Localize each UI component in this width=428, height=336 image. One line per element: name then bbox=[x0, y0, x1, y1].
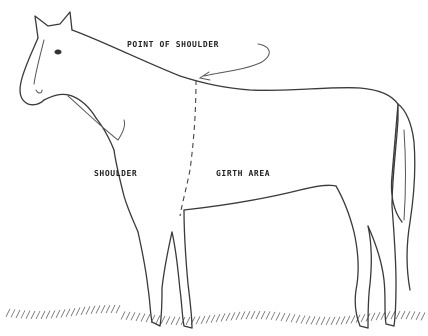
ground-hatch-stroke bbox=[401, 311, 405, 319]
ground-hatch-stroke bbox=[416, 312, 420, 320]
girth-dashed-line bbox=[180, 80, 196, 216]
ground-hatch-stroke bbox=[136, 313, 140, 321]
ground-hatch-stroke bbox=[346, 316, 350, 324]
ground-hatch-stroke bbox=[66, 309, 70, 317]
ground-hatch-stroke bbox=[311, 316, 315, 324]
ground-hatch-stroke bbox=[116, 305, 120, 313]
ground-hatch-stroke bbox=[371, 313, 375, 321]
ground-hatch-stroke bbox=[306, 316, 310, 324]
ground-hatch-stroke bbox=[301, 315, 305, 323]
ground-hatch-stroke bbox=[36, 311, 40, 319]
ground-hatch-stroke bbox=[296, 315, 300, 323]
ground-hatch-stroke bbox=[196, 316, 200, 324]
ground-hatch-stroke bbox=[31, 311, 35, 319]
ground-hatch-stroke bbox=[386, 311, 390, 319]
ground-hatch-stroke bbox=[51, 310, 55, 318]
ground-hatch-stroke bbox=[61, 309, 65, 317]
ground-hatching bbox=[6, 305, 425, 325]
ground-hatch-stroke bbox=[341, 316, 345, 324]
ground-hatch-stroke bbox=[406, 311, 410, 319]
ground-hatch-stroke bbox=[46, 311, 50, 319]
ground-hatch-stroke bbox=[216, 314, 220, 322]
ground-hatch-stroke bbox=[126, 312, 130, 320]
ground-hatch-stroke bbox=[201, 316, 205, 324]
ground-hatch-stroke bbox=[236, 312, 240, 320]
ground-hatch-stroke bbox=[256, 311, 260, 319]
ground-hatch-stroke bbox=[291, 314, 295, 322]
ground-hatch-stroke bbox=[321, 317, 325, 325]
ground-hatch-stroke bbox=[316, 317, 320, 325]
ground-hatch-stroke bbox=[21, 310, 25, 318]
ground-hatch-stroke bbox=[271, 312, 275, 320]
ground-hatch-stroke bbox=[326, 317, 330, 325]
ground-hatch-stroke bbox=[171, 317, 175, 325]
ground-hatch-stroke bbox=[396, 311, 400, 319]
ground-hatch-stroke bbox=[221, 313, 225, 321]
ground-hatch-stroke bbox=[411, 312, 415, 320]
ground-hatch-stroke bbox=[286, 314, 290, 322]
ground-hatch-stroke bbox=[331, 317, 335, 325]
ground-hatch-stroke bbox=[81, 307, 85, 315]
ground-hatch-stroke bbox=[91, 306, 95, 314]
ground-hatch-stroke bbox=[71, 308, 75, 316]
ground-hatch-stroke bbox=[41, 311, 45, 319]
ground-hatch-stroke bbox=[11, 309, 15, 317]
ground-hatch-stroke bbox=[246, 311, 250, 319]
ground-hatch-stroke bbox=[156, 315, 160, 323]
ground-hatch-stroke bbox=[381, 312, 385, 320]
ground-hatch-stroke bbox=[101, 305, 105, 313]
ground-hatch-stroke bbox=[106, 305, 110, 313]
ground-hatch-stroke bbox=[261, 311, 265, 319]
ground-hatch-stroke bbox=[266, 311, 270, 319]
ground-hatch-stroke bbox=[211, 315, 215, 323]
ground-hatch-stroke bbox=[206, 315, 210, 323]
ground-hatch-stroke bbox=[111, 305, 115, 313]
ground-hatch-stroke bbox=[231, 312, 235, 320]
ground-hatch-stroke bbox=[96, 305, 100, 313]
ground-hatch-stroke bbox=[16, 310, 20, 318]
ground-hatch-stroke bbox=[336, 317, 340, 325]
ground-hatch-stroke bbox=[351, 315, 355, 323]
ground-hatch-stroke bbox=[276, 312, 280, 320]
ground-hatch-stroke bbox=[251, 311, 255, 319]
point-of-shoulder-label: POINT OF SHOULDER bbox=[127, 40, 219, 49]
ground-hatch-stroke bbox=[141, 314, 145, 322]
ground-hatch-stroke bbox=[6, 309, 10, 317]
ground-hatch-stroke bbox=[241, 311, 245, 319]
ground-hatch-stroke bbox=[56, 310, 60, 318]
ground-hatch-stroke bbox=[361, 314, 365, 322]
ground-hatch-stroke bbox=[86, 306, 90, 314]
ground-hatch-stroke bbox=[186, 317, 190, 325]
shoulder-label: SHOULDER bbox=[94, 169, 137, 178]
ground-hatch-stroke bbox=[121, 311, 125, 319]
ground-hatch-stroke bbox=[421, 312, 425, 320]
ground-hatch-stroke bbox=[131, 312, 135, 320]
ground-hatch-stroke bbox=[176, 317, 180, 325]
ground-hatch-stroke bbox=[281, 313, 285, 321]
ground-hatch-stroke bbox=[146, 314, 150, 322]
ground-hatch-stroke bbox=[166, 316, 170, 324]
ground-hatch-stroke bbox=[226, 313, 230, 321]
ground-hatch-stroke bbox=[26, 311, 30, 319]
ground-hatch-stroke bbox=[76, 308, 80, 316]
girth-area-label: GIRTH AREA bbox=[216, 169, 270, 178]
ground-hatch-stroke bbox=[376, 312, 380, 320]
eye-icon bbox=[55, 50, 62, 55]
